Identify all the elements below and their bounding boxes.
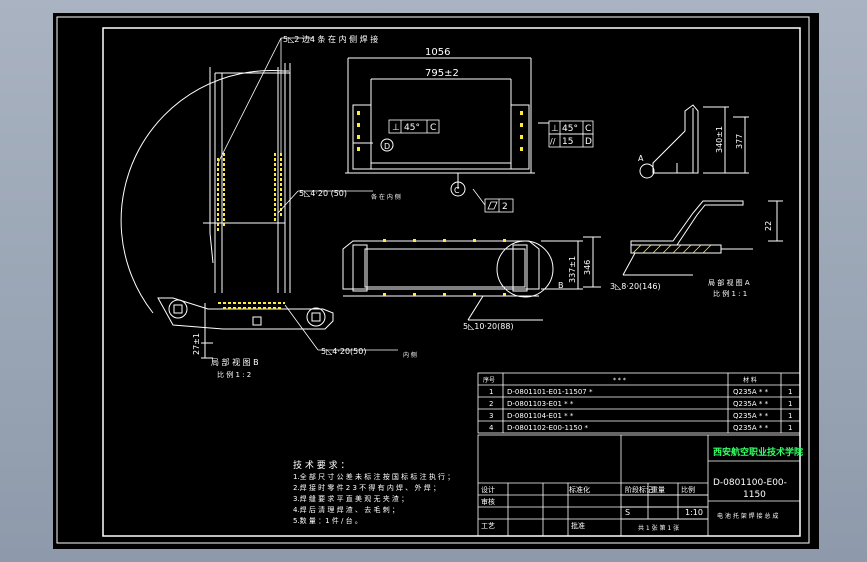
- weld-beads-b: [217, 153, 285, 309]
- tb-ratio: 比例: [681, 485, 695, 494]
- bom-row-num: 4: [489, 424, 494, 432]
- detail-b-callout-circle: [496, 240, 554, 298]
- tol-par-datum: D: [585, 137, 592, 147]
- bom-row-code: D-0801104-E01 * *: [507, 412, 574, 420]
- dim-795: 795±2: [425, 68, 459, 79]
- drawing-number-2: 1150: [743, 490, 766, 500]
- side-view: [639, 104, 749, 179]
- tb-approve: 批准: [571, 521, 585, 530]
- tech-req-item: 1.全 部 尺 寸 公 差 未 标 注 按 国 标 标 注 执 行 ；: [293, 472, 454, 481]
- detail-b-title: 局 部 视 图 B: [211, 357, 259, 367]
- tb-check: 审核: [481, 497, 495, 506]
- front-weld-marks: [357, 111, 523, 151]
- tb-sheet: 共 1 张 第 1 张: [638, 524, 679, 532]
- bom-row-qty: 1: [788, 400, 792, 408]
- bom-row-code: D-0801103-E01 * *: [507, 400, 574, 408]
- bom-row-mat: Q235A * *: [733, 412, 769, 420]
- drawing-viewport[interactable]: 5◺2 边4 条 在 内 侧 焊 接 5◺4·20 (50) 各 在 内 侧 5…: [53, 13, 819, 549]
- dim-1056: 1056: [425, 47, 450, 58]
- weld-note-mid: 5◺4·20 (50): [299, 189, 347, 198]
- bom-row-qty: 1: [788, 412, 792, 420]
- tol-frame-flat: [472, 188, 514, 213]
- tech-req-item: 3.焊 缝 要 求 平 直 美 观 无 夹 渣 ；: [293, 494, 408, 503]
- bom-row-qty: 1: [788, 388, 792, 396]
- bom-row-num: 2: [489, 400, 493, 408]
- detail-b-view: [120, 63, 334, 359]
- front-view: [345, 57, 549, 189]
- dim-340: 340±1: [715, 126, 724, 153]
- inner-border: [102, 27, 801, 537]
- weld-note-pan: 5◺10·20(88): [463, 322, 514, 331]
- tol-frame-left: [388, 119, 440, 134]
- bom-row-mat: Q235A * *: [733, 400, 769, 408]
- drawing-number: D-0801100-E00-: [713, 478, 787, 488]
- outer-border: [56, 16, 810, 544]
- bom-header-mat: 材 料: [743, 376, 757, 384]
- tol-perp-datum-l: C: [430, 123, 436, 133]
- tb-process: 工艺: [481, 522, 495, 530]
- tb-weight: 重量: [651, 486, 665, 494]
- tb-design: 设计: [481, 485, 495, 494]
- detail-a-hatch: [632, 244, 712, 254]
- bom-row-mat: Q235A * *: [733, 424, 769, 432]
- bom-row-qty: 1: [788, 424, 792, 432]
- tol-par-sym: //: [550, 137, 556, 146]
- dim-377: 377: [735, 134, 744, 149]
- tol-flat-val: 2: [502, 202, 508, 212]
- dim-22: 22: [764, 221, 773, 231]
- tb-stage: S: [625, 508, 630, 517]
- detail-b-scale: 比 例 1 : 2: [217, 370, 251, 379]
- bom-row-num: 3: [489, 412, 493, 420]
- bom-table: [477, 372, 801, 434]
- tol-perp-val-l: 45°: [404, 123, 420, 133]
- title-block: [477, 434, 801, 537]
- tech-req-title: 技 术 要 求 ：: [293, 459, 349, 471]
- weld-note-bottom-side: 内 侧: [403, 351, 417, 359]
- detail-b-circle-arc: [120, 70, 284, 314]
- tech-req-item: 5.数 量 ：1 件 / 台 。: [293, 516, 362, 525]
- detail-a-view: [622, 200, 783, 276]
- tb-standard: 标准化: [569, 485, 590, 494]
- bom-header-code: * * *: [613, 377, 626, 384]
- tol-frame-right: [548, 120, 594, 148]
- weld-note-bottom: 5◺4·20(50): [321, 347, 366, 356]
- bom-row-code: D-0801101-E01-11507 *: [507, 388, 593, 396]
- detail-a-callout: [639, 163, 655, 179]
- bom-row-num: 1: [489, 388, 493, 396]
- top-view: [342, 236, 601, 321]
- datum-c-marker: [450, 181, 466, 197]
- dim-346: 346: [583, 260, 592, 275]
- tech-req-item: 4.焊 后 清 理 焊 渣 、 去 毛 刺 ；: [293, 505, 399, 514]
- part-name: 电 池 托 架 焊 接 总 成: [717, 512, 778, 520]
- tol-perp-sym-l: ⊥: [392, 123, 400, 133]
- weld-note-mid-side: 各 在 内 侧: [371, 193, 401, 201]
- bom-row-mat: Q235A * *: [733, 388, 769, 396]
- bom-header-num: 序号: [483, 376, 495, 384]
- tol-perp-sym-r: ⊥: [551, 124, 559, 134]
- datum-d-label: D: [384, 142, 390, 151]
- label-a: A: [638, 154, 644, 163]
- weld-note-a: 3◺8·20(146): [610, 282, 661, 291]
- dim-337: 337±1: [568, 256, 577, 283]
- cad-drawing: 5◺2 边4 条 在 内 侧 焊 接 5◺4·20 (50) 各 在 内 侧 5…: [56, 16, 810, 544]
- leader-lines: [217, 37, 398, 351]
- tech-req-item: 2.焊 接 时 零 件 2 3 不 得 有 内 焊 、 外 焊 ；: [293, 483, 440, 492]
- datum-c-label: C: [454, 186, 460, 195]
- tol-par-val: 15: [562, 137, 573, 147]
- school-name: 西安航空职业技术学院: [713, 446, 803, 458]
- bom-rows: 1 D-0801101-E01-11507 * Q235A * * 1 2 D-…: [489, 388, 792, 432]
- dim-27: 27±1: [192, 333, 201, 355]
- detail-a-title: 局 部 视 图 A: [708, 278, 750, 287]
- datum-d-marker: [380, 138, 394, 152]
- tb-scale: 1:10: [685, 508, 703, 517]
- tb-mark: 阶段标记: [625, 485, 653, 494]
- tol-perp-datum-r: C: [585, 124, 591, 134]
- weld-note-top: 5◺2 边4 条 在 内 侧 焊 接: [283, 34, 378, 44]
- top-weld-marks: [383, 239, 506, 296]
- bom-row-code: D-0801102-E00-1150 *: [507, 424, 589, 432]
- detail-a-scale: 比 例 1 : 1: [713, 289, 747, 298]
- tol-perp-val-r: 45°: [562, 124, 578, 134]
- label-b: B: [558, 281, 564, 290]
